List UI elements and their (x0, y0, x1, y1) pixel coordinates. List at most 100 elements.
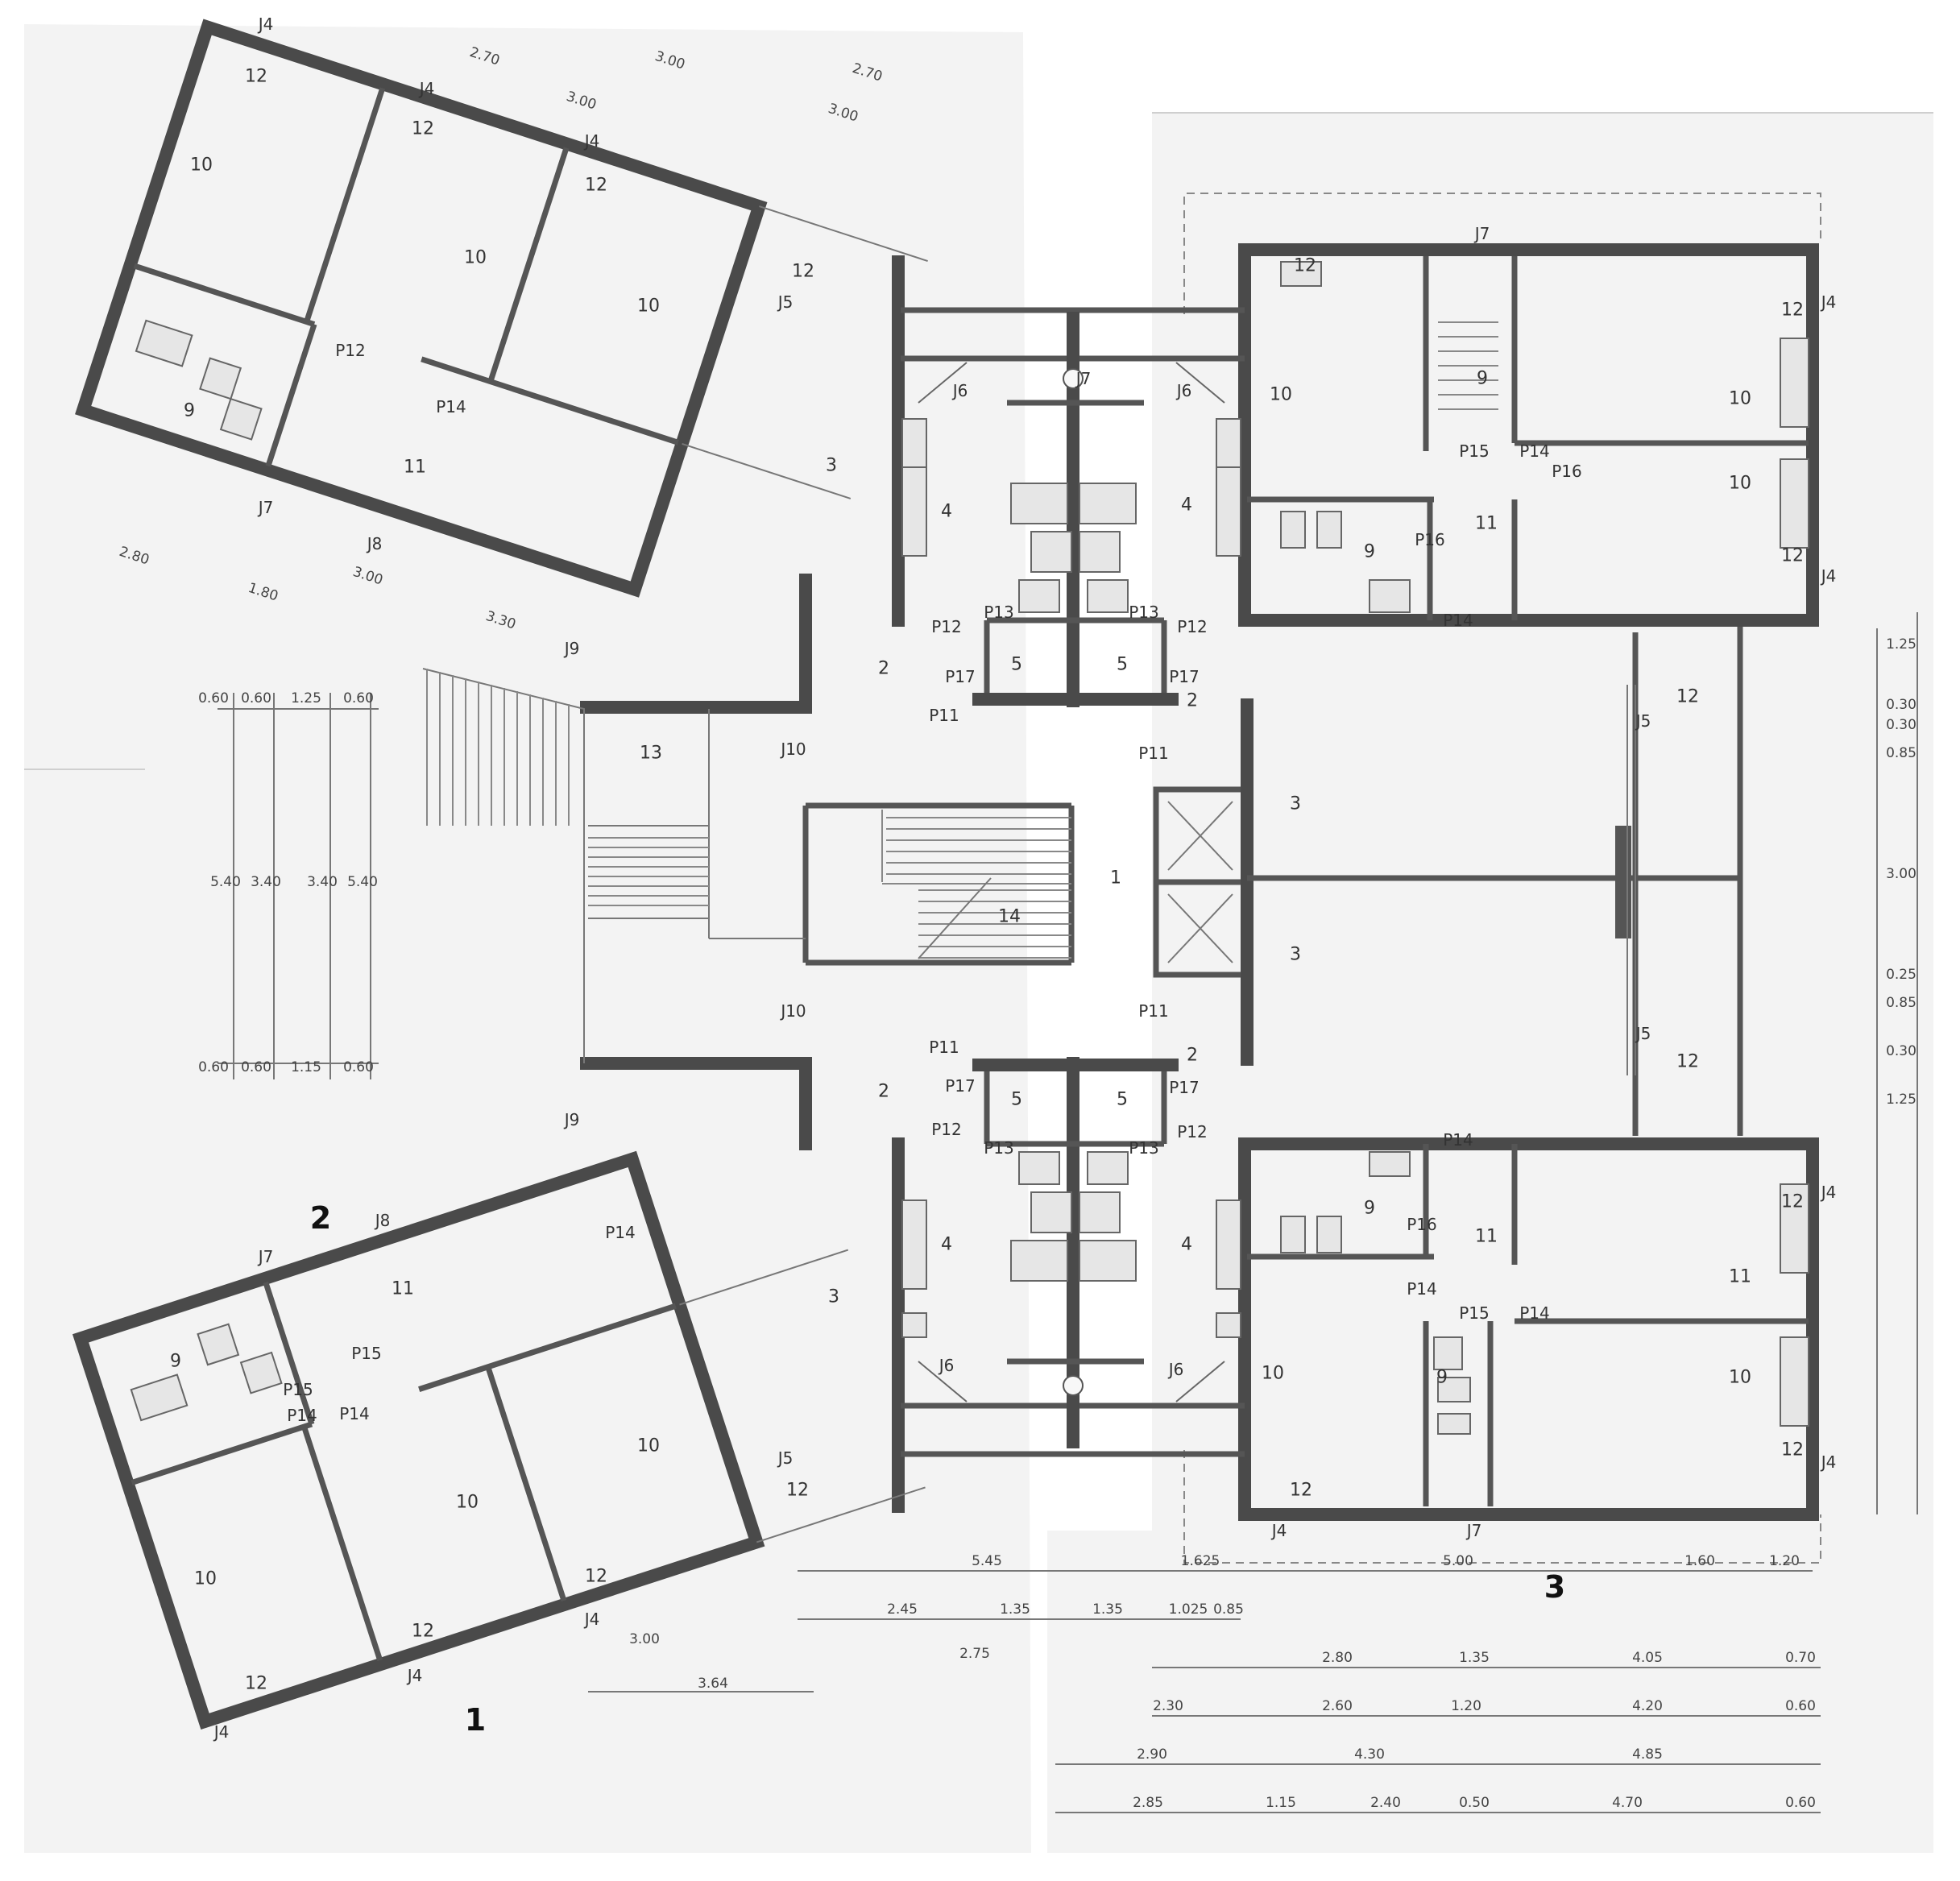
room-label-11: 11 (1475, 514, 1498, 534)
room-label-5: 5 (1117, 1090, 1128, 1110)
room-label-12: 12 (412, 119, 434, 139)
room-label-10: 10 (1729, 474, 1751, 494)
joinery-label-j4: J4 (213, 1722, 230, 1742)
joinery-label-j2-top: J7 (1075, 369, 1092, 388)
room-label-12: 12 (412, 1622, 434, 1642)
joinery-label-p16: P16 (1552, 462, 1582, 481)
room-label-10: 10 (1262, 1364, 1284, 1384)
joinery-label-p11: P11 (929, 706, 959, 725)
dim-row4: 0.50 (1459, 1795, 1490, 1811)
joinery-label-p11: P11 (1138, 1001, 1169, 1021)
room-label-13: 13 (640, 744, 662, 764)
joinery-label-j9: J9 (563, 639, 580, 658)
joinery-label-p12: P12 (1177, 1122, 1208, 1141)
joinery-label-p17: P17 (1169, 667, 1200, 686)
joinery-label-p14: P14 (339, 1404, 370, 1423)
dim-sub: 2.75 (959, 1646, 990, 1662)
room-number-labels: 1 2 2 2 2 3 3 3 3 4 4 4 4 5 5 5 5 9 9 9 … (170, 67, 1804, 1694)
room-label-10: 10 (194, 1569, 217, 1589)
dim-top: 1.60 (1684, 1553, 1715, 1569)
room-label-9: 9 (1477, 369, 1488, 389)
dim-top: 1.625 (1181, 1553, 1220, 1569)
dim-right: 1.25 (1886, 1092, 1916, 1108)
room-label-10: 10 (456, 1493, 479, 1513)
apartment-lower-right (1238, 1137, 1819, 1521)
joinery-label-j9: J9 (563, 1110, 580, 1129)
room-label-10: 10 (190, 155, 213, 176)
room-label-12: 12 (1676, 687, 1699, 707)
dim-row1: 1.35 (1459, 1650, 1490, 1666)
section-markers: 1 2 3 (310, 1200, 1565, 1738)
joinery-label-j5: J5 (777, 292, 794, 312)
joinery-label-j10: J10 (779, 1001, 806, 1021)
joinery-label-j5: J5 (1635, 1024, 1651, 1043)
joinery-label-j6: J6 (1175, 381, 1192, 400)
room-label-12: 12 (1290, 1481, 1312, 1501)
joinery-label-p15: P15 (1459, 441, 1490, 461)
paper-sheets (24, 24, 1933, 1853)
room-label-12: 12 (786, 1481, 809, 1501)
room-label-11: 11 (1729, 1267, 1751, 1287)
room-label-9: 9 (184, 401, 195, 421)
joinery-label-p16: P16 (1407, 1215, 1437, 1234)
joinery-label-j4: J4 (1820, 566, 1837, 586)
dim-left-top: 1.25 (291, 690, 321, 706)
dim-left: 3.00 (629, 1631, 660, 1647)
section-marker-1: 1 (465, 1702, 486, 1738)
joinery-label-j6: J6 (1167, 1360, 1184, 1379)
dim-right: 0.30 (1886, 697, 1916, 713)
room-label-12: 12 (1781, 300, 1804, 321)
dim-right: 0.85 (1886, 745, 1916, 761)
entrance-stair (422, 668, 710, 1063)
joinery-label-j7: J7 (257, 1247, 274, 1266)
joinery-label-j4: J4 (406, 1666, 423, 1685)
dim-right: 3.00 (1886, 866, 1916, 882)
room-label-12: 12 (245, 1674, 267, 1694)
dimension-lines (218, 612, 1918, 1813)
room-label-9: 9 (1436, 1368, 1448, 1388)
joinery-label-j5: J5 (1635, 711, 1651, 731)
room-label-2: 2 (878, 659, 889, 679)
lower-service-block (892, 1057, 1251, 1521)
joinery-label-j4: J4 (1820, 1452, 1837, 1472)
room-label-10: 10 (637, 1436, 660, 1456)
room-label-4: 4 (1181, 1235, 1192, 1255)
joinery-label-p12: P12 (931, 617, 962, 636)
room-label-10: 10 (1270, 385, 1292, 405)
dim-right: 1.25 (1886, 636, 1916, 653)
room-label-12: 12 (1676, 1052, 1699, 1072)
joinery-label-j7: J7 (1465, 1521, 1482, 1540)
joinery-label-p14: P14 (1443, 1130, 1473, 1150)
room-label-3: 3 (826, 456, 837, 476)
joinery-label-j5: J5 (777, 1448, 794, 1468)
room-label-1: 1 (1110, 868, 1121, 889)
joinery-label-p17: P17 (945, 1076, 976, 1096)
joinery-label-j10: J10 (779, 740, 806, 759)
dim-row4: 1.15 (1266, 1795, 1296, 1811)
room-label-12: 12 (585, 1567, 607, 1587)
dim-left-bottom: 1.15 (291, 1059, 321, 1075)
joinery-label-j4: J4 (418, 79, 435, 98)
joinery-label-p13: P13 (984, 1138, 1014, 1158)
joinery-label-j4: J4 (257, 15, 274, 34)
joinery-label-p14: P14 (1443, 611, 1473, 630)
joinery-label-p15: P15 (283, 1380, 313, 1399)
joinery-label-p12: P12 (1177, 617, 1208, 636)
dim-left-top: 0.60 (241, 690, 271, 706)
room-label-2: 2 (1187, 691, 1198, 711)
room-label-12: 12 (1781, 546, 1804, 566)
dim-top: 5.00 (1443, 1553, 1473, 1569)
room-label-3: 3 (1290, 794, 1301, 814)
joinery-label-j4: J4 (1270, 1521, 1287, 1540)
dimension-text-left-panel: 0.60 0.60 1.25 0.60 0.60 0.60 1.15 0.60 … (198, 690, 378, 1075)
dim-segment: 1.025 (1169, 1601, 1208, 1618)
joinery-label-j6: J6 (951, 381, 968, 400)
dim-row2: 0.60 (1785, 1698, 1816, 1714)
dim-row3: 4.85 (1632, 1746, 1663, 1763)
dim-total: 5.45 (972, 1553, 1002, 1569)
dim-left-vert: 3.40 (251, 874, 281, 890)
room-label-5: 5 (1011, 655, 1022, 675)
dim-left-top: 0.60 (198, 690, 229, 706)
joinery-label-p12: P12 (931, 1120, 962, 1139)
dim-row4: 0.60 (1785, 1795, 1816, 1811)
